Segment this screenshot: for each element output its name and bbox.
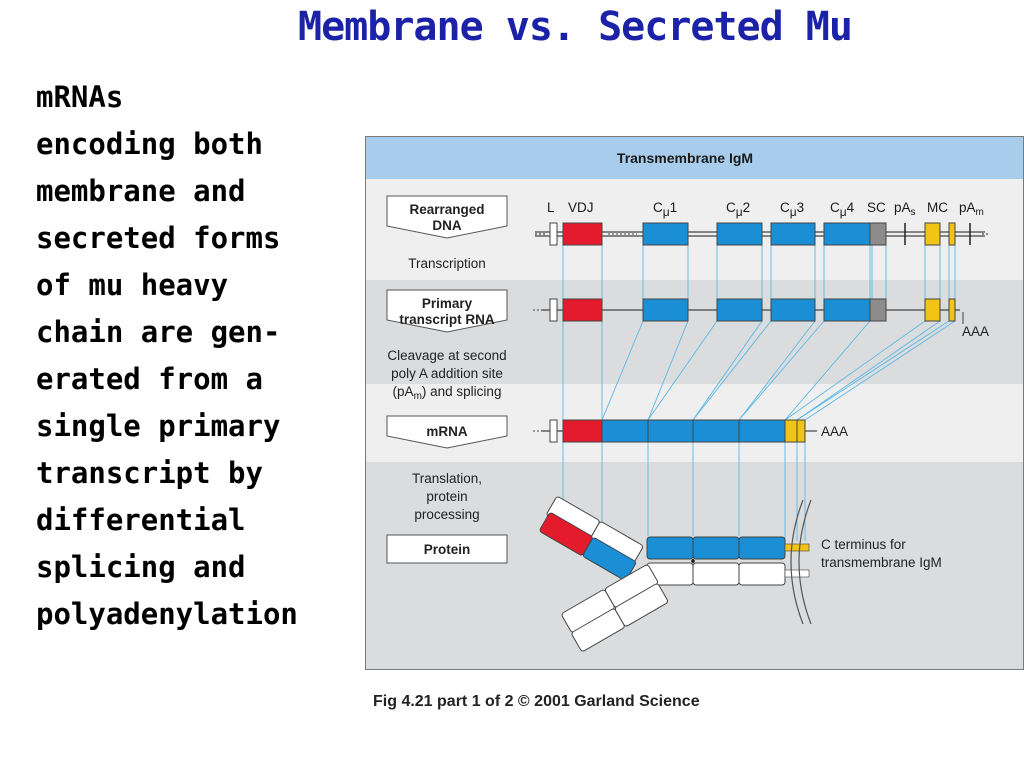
stage-box-mrna: mRNA [386, 415, 508, 449]
label-cleavage-line: (pAm) and splicing [393, 384, 502, 402]
mrna-cmu1-exon [601, 419, 649, 443]
stage-box-mrna-label: mRNA [426, 424, 468, 439]
mrna-cmu3-exon [692, 419, 740, 443]
protein-tm-tail [784, 543, 810, 552]
dna-mc1-exon [924, 222, 941, 246]
label-translation-line: processing [414, 507, 479, 522]
body-line: secreted forms [36, 221, 281, 255]
primary-mc2-exon [948, 298, 956, 322]
body-line: of mu heavy [36, 268, 229, 302]
primary-cmu4-exon [823, 298, 871, 322]
stage-box-protein: Protein [386, 534, 508, 564]
primary-cmu2-exon [716, 298, 763, 322]
stage-box-protein-label: Protein [424, 542, 471, 557]
label-cleavage-line: poly A addition site [391, 366, 503, 381]
stage-box-primary-line: transcript RNA [399, 312, 495, 327]
label-translation-line: protein [426, 489, 467, 504]
label-mc: MC [927, 200, 948, 215]
stage-box-primary: Primary transcript RNA [386, 289, 508, 333]
body-line: encoding both [36, 127, 263, 161]
header-band [366, 137, 1023, 179]
primary-l-exon [549, 298, 558, 322]
figure-caption: Fig 4.21 part 1 of 2 © 2001 Garland Scie… [373, 693, 700, 710]
dna-mc2-exon [948, 222, 956, 246]
protein-cmu2-domain [646, 536, 694, 560]
label-vdj: VDJ [568, 200, 594, 215]
protein-cmu3-domain [692, 536, 740, 560]
slide-title: Membrane vs. Secreted Mu [298, 4, 853, 50]
label-cleavage: Cleavage at second poly A addition site … [387, 348, 506, 402]
label-l: L [547, 200, 555, 215]
body-line: chain are gen- [36, 315, 281, 349]
mrna-track: AAA [533, 419, 848, 443]
body-line: mRNAs [36, 80, 124, 114]
protein-cmu4-domain [738, 536, 786, 560]
cell-membrane [790, 499, 804, 625]
igm-protein-drawing [539, 496, 812, 652]
dna-sc-exon [869, 222, 887, 246]
primary-aaa-label: AAA [962, 324, 989, 339]
figure-header: Transmembrane IgM [617, 150, 753, 166]
body-text: mRNAs encoding both membrane and secrete… [36, 74, 346, 638]
label-sc: SC [867, 200, 886, 215]
body-line: differential [36, 503, 246, 537]
mrna-mc2-exon [796, 419, 806, 443]
dna-cmu1-exon [642, 222, 689, 246]
primary-transcript-track: AAA [533, 298, 989, 339]
label-cmu3: Cμ3 [780, 200, 804, 219]
primary-cmu1-exon [642, 298, 689, 322]
label-cmu4: Cμ4 [830, 200, 855, 219]
label-translation-line: Translation, [412, 471, 482, 486]
primary-vdj-exon [562, 298, 603, 322]
label-cleavage-line: Cleavage at second [387, 348, 506, 363]
stage-box-primary-line: Primary [422, 296, 473, 311]
mrna-l-exon [549, 419, 558, 443]
body-line: transcript by [36, 456, 263, 490]
c-terminus-line: C terminus for [821, 537, 906, 552]
dna-vdj-exon [562, 222, 603, 246]
primary-mc1-exon [924, 298, 941, 322]
mrna-aaa-label: AAA [821, 424, 848, 439]
primary-cmu3-exon [770, 298, 816, 322]
primary-sc-exon [869, 298, 887, 322]
stage-box-dna: Rearranged DNA [386, 195, 508, 239]
body-line: splicing and [36, 550, 246, 584]
dna-cmu3-exon [770, 222, 816, 246]
body-line: single primary [36, 409, 281, 443]
stage-box-dna-line: Rearranged [409, 202, 484, 217]
label-pas: pAs [894, 200, 916, 218]
c-terminus-label: C terminus for transmembrane IgM [821, 537, 942, 570]
mrna-cmu2-exon [647, 419, 694, 443]
body-line: membrane and [36, 174, 246, 208]
dna-l-exon [549, 222, 558, 246]
dna-track [535, 222, 990, 246]
mrna-mc1-exon [784, 419, 798, 443]
c-terminus-line: transmembrane IgM [821, 555, 942, 570]
dna-cmu4-exon [823, 222, 871, 246]
label-translation: Translation, protein processing [412, 471, 482, 522]
dna-cmu2-exon [716, 222, 763, 246]
label-cmu2: Cμ2 [726, 200, 750, 219]
splice-guide-lines [562, 241, 956, 541]
protein-cmu1-domain [582, 537, 637, 581]
body-line: erated from a [36, 362, 263, 396]
igm-splicing-figure: Transmembrane IgM L VDJ Cμ1 Cμ2 Cμ3 Cμ4 … [365, 136, 1024, 670]
gene-labels: L VDJ Cμ1 Cμ2 Cμ3 Cμ4 SC pAs MC pAm [547, 200, 984, 219]
label-cmu1: Cμ1 [653, 200, 677, 219]
stage-box-dna-line: DNA [432, 218, 461, 233]
body-line: polyadenylation [36, 597, 298, 631]
mrna-cmu4-exon [738, 419, 786, 443]
label-transcription: Transcription [408, 256, 486, 271]
label-pam: pAm [959, 200, 984, 218]
mrna-vdj-exon [562, 419, 603, 443]
